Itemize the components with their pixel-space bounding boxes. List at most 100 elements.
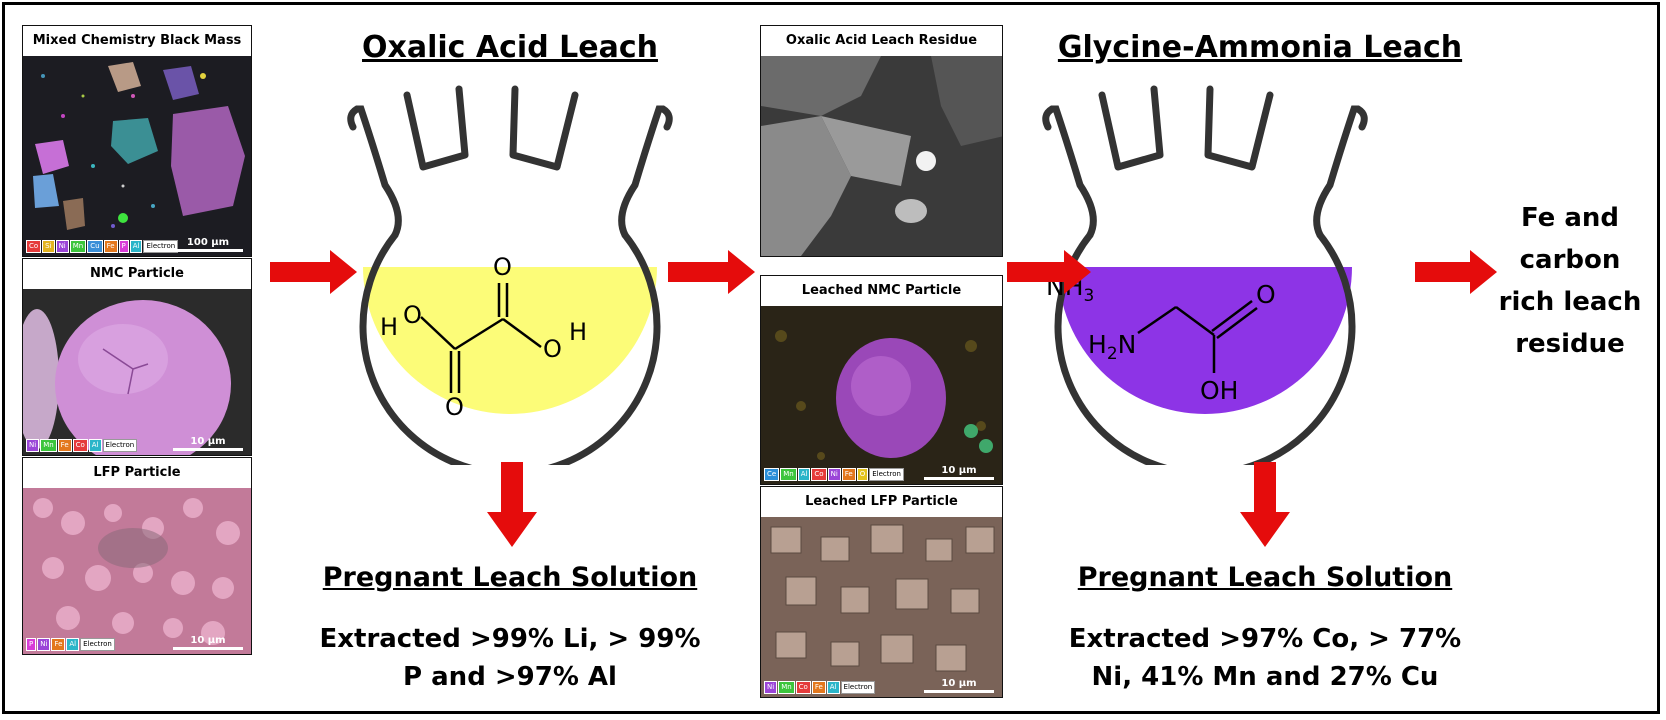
element-chip: Electron xyxy=(840,681,876,694)
flask-body xyxy=(1054,231,1356,465)
element-chip: Al xyxy=(129,240,143,253)
residue-output-line: residue xyxy=(1515,329,1625,359)
atom-o-left: O xyxy=(403,301,422,329)
element-chip: Al xyxy=(66,638,80,651)
stage2-result-line2: Ni, 41% Mn and 27% Cu xyxy=(1091,662,1439,692)
glycine-ammonia-flask: NH3 H2N O OH xyxy=(1042,85,1368,465)
stage2-result: Extracted >97% Co, > 77% Ni, 41% Mn and … xyxy=(1045,620,1485,696)
element-chip: Electron xyxy=(80,638,115,651)
element-chip: Fe xyxy=(57,439,72,452)
element-legend-black-mass: Co Si Ni Mn Cu Fe P Al Electron xyxy=(26,240,179,253)
panel-title-black-mass: Mixed Chemistry Black Mass xyxy=(23,26,251,57)
flask-neck-right xyxy=(509,85,579,171)
oxalic-residue-micrograph xyxy=(761,56,1002,256)
element-chip: Ce xyxy=(764,468,780,481)
element-chip: Fe xyxy=(51,638,66,651)
nmc-micrograph: Ni Mn Fe Co Al Electron 10 μm xyxy=(23,289,251,455)
stage1-result: Extracted >99% Li, > 99% P and >97% Al xyxy=(300,620,720,696)
stage1-result-line1: Extracted >99% Li, > 99% xyxy=(319,624,701,654)
atom-o-bottom: O xyxy=(445,393,464,421)
scale-bar: 10 μm xyxy=(173,635,243,650)
element-chip: Mn xyxy=(778,681,795,694)
stage2-result-line1: Extracted >97% Co, > 77% xyxy=(1068,624,1462,654)
stage1-product-title: Pregnant Leach Solution xyxy=(322,562,698,593)
element-chip: Ni xyxy=(55,240,69,253)
flask-neck-right xyxy=(1204,85,1274,171)
element-chip: O xyxy=(856,468,869,481)
flask-body xyxy=(359,231,661,465)
flask-liquid-purple xyxy=(1058,267,1352,414)
molecule-h2n: H2N xyxy=(1088,330,1136,364)
element-chip: Mn xyxy=(69,240,87,253)
flask-neck-left xyxy=(1098,85,1164,171)
panel-title-lfp: LFP Particle xyxy=(23,458,251,489)
scale-bar: 100 μm xyxy=(173,237,243,252)
panel-black-mass: Mixed Chemistry Black Mass Co Si Ni xyxy=(22,25,252,257)
atom-o-top: O xyxy=(1256,280,1276,309)
residue-output-label: Fe and carbon rich leach residue xyxy=(1495,197,1645,365)
element-chip: Electron xyxy=(102,439,138,452)
element-chip: P xyxy=(118,240,129,253)
panel-title-nmc: NMC Particle xyxy=(23,259,251,290)
element-chip: Fe xyxy=(811,681,826,694)
leached-nmc-micrograph: Ce Mn Al Co Ni Fe O Electron 10 μm xyxy=(761,306,1002,484)
scale-label: 10 μm xyxy=(190,635,226,646)
panel-title-oxalic-residue: Oxalic Acid Leach Residue xyxy=(761,26,1002,57)
element-chip: Al xyxy=(88,439,102,452)
element-chip: Al xyxy=(797,468,811,481)
flask-necks-outer xyxy=(347,105,673,239)
panel-oxalic-residue: Oxalic Acid Leach Residue xyxy=(760,25,1003,257)
element-legend-lfp: P Ni Fe Al Electron xyxy=(26,638,115,651)
stage2-product-title: Pregnant Leach Solution xyxy=(1077,562,1453,593)
element-chip: Electron xyxy=(869,468,904,481)
stage2-title: Glycine-Ammonia Leach xyxy=(1057,30,1463,65)
element-chip: Co xyxy=(26,240,42,253)
atom-o-right: O xyxy=(543,335,562,363)
element-chip: Si xyxy=(42,240,55,253)
element-chip: Ni xyxy=(26,439,40,452)
panel-leached-lfp: Leached LFP Particle Ni Mn Co Fe Al Elec… xyxy=(760,486,1003,698)
element-chip: Ni xyxy=(764,681,778,694)
scale-label: 10 μm xyxy=(190,436,226,447)
flask-necks-outer xyxy=(1042,105,1368,239)
scale-label: 10 μm xyxy=(941,678,977,689)
scale-bar: 10 μm xyxy=(924,678,994,693)
element-chip: Ni xyxy=(37,638,51,651)
panel-title-leached-nmc: Leached NMC Particle xyxy=(761,276,1002,307)
residue-output-line: Fe and xyxy=(1520,203,1620,233)
atom-h-right: H xyxy=(569,318,587,346)
element-legend-leached-nmc: Ce Mn Al Co Ni Fe O Electron xyxy=(764,468,904,481)
flask-neck-left xyxy=(403,85,469,171)
element-chip: Co xyxy=(795,681,811,694)
atom-h-left: H xyxy=(380,313,398,341)
element-chip: Fe xyxy=(103,240,118,253)
scale-label: 10 μm xyxy=(941,465,977,476)
panel-title-leached-lfp: Leached LFP Particle xyxy=(761,487,1002,518)
panel-nmc: NMC Particle Ni Mn Fe Co Al Electron 10 … xyxy=(22,258,252,456)
element-chip: Ni xyxy=(827,468,841,481)
element-chip: P xyxy=(26,638,37,651)
flask-liquid-yellow xyxy=(363,267,657,414)
lfp-micrograph: P Ni Fe Al Electron 10 μm xyxy=(23,488,251,654)
element-legend-nmc: Ni Mn Fe Co Al Electron xyxy=(26,439,138,452)
element-chip: Fe xyxy=(841,468,856,481)
stage1-title: Oxalic Acid Leach xyxy=(362,30,658,65)
stage1-result-line2: P and >97% Al xyxy=(403,662,617,692)
residue-output-line: carbon xyxy=(1519,245,1621,275)
element-chip: Al xyxy=(826,681,840,694)
element-chip: Co xyxy=(72,439,88,452)
scale-bar: 10 μm xyxy=(173,436,243,451)
element-chip: Mn xyxy=(40,439,57,452)
oxalic-acid-structure xyxy=(420,283,542,393)
black-mass-micrograph: Co Si Ni Mn Cu Fe P Al Electron 100 μm xyxy=(23,56,251,256)
element-chip: Cu xyxy=(87,240,103,253)
element-chip: Co xyxy=(811,468,827,481)
element-legend-leached-lfp: Ni Mn Co Fe Al Electron xyxy=(764,681,876,694)
atom-oh: OH xyxy=(1200,376,1238,405)
scale-bar: 10 μm xyxy=(924,465,994,480)
atom-o-top: O xyxy=(493,253,512,281)
leached-lfp-micrograph: Ni Mn Co Fe Al Electron 10 μm xyxy=(761,517,1002,697)
element-chip: Mn xyxy=(780,468,797,481)
element-chip: Electron xyxy=(143,240,179,253)
